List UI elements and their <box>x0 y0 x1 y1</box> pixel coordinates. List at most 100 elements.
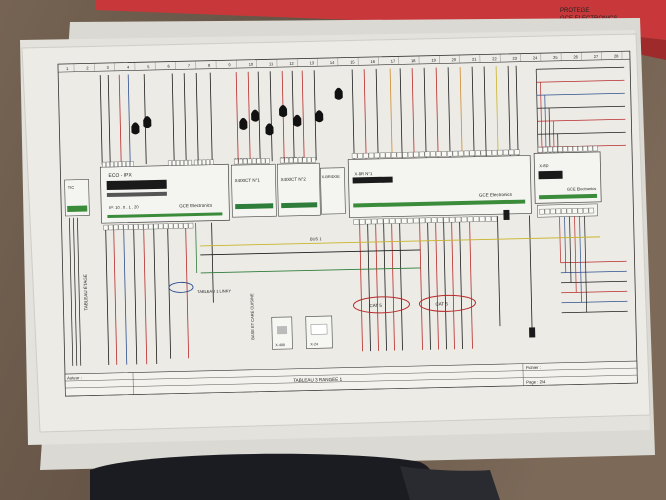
wire <box>443 217 447 350</box>
terminal <box>383 218 390 224</box>
wire <box>107 74 111 165</box>
column-number: 27 <box>594 54 599 59</box>
terminal <box>430 151 436 157</box>
terminal <box>458 150 464 157</box>
wire <box>561 280 628 284</box>
terminal <box>175 160 180 166</box>
page-label: Page : 2/4 <box>526 379 546 384</box>
wire <box>211 222 214 303</box>
wire <box>469 216 473 349</box>
column-number: 1 <box>66 66 69 71</box>
xbridge-module: X-BRIDGE <box>320 167 346 215</box>
terminal <box>158 223 164 230</box>
terminal <box>583 207 589 214</box>
terminal <box>542 146 548 153</box>
column-number: 13 <box>310 60 315 65</box>
column-number: 26 <box>573 54 578 59</box>
terminal <box>514 149 520 155</box>
terminal <box>508 149 515 156</box>
column-number: 3 <box>107 65 110 70</box>
terminal <box>385 152 391 158</box>
wire <box>507 65 511 156</box>
breaker-icon <box>334 87 343 100</box>
terminal <box>396 152 403 158</box>
terminal <box>279 157 285 164</box>
terminal <box>577 146 583 152</box>
breaker-row <box>131 87 343 136</box>
cuisine-label: BASE ET CARE CUISINE <box>249 293 255 340</box>
wire <box>483 66 487 157</box>
terminal <box>251 158 257 164</box>
terminal <box>407 217 414 224</box>
linky-label: TABLEAU 1 LINKY <box>197 288 231 294</box>
column-number: 6 <box>167 64 170 69</box>
relay-1-name: X400CT N°1 <box>235 178 261 184</box>
terminal <box>123 224 129 230</box>
terminal <box>148 223 154 230</box>
terminal <box>491 149 498 156</box>
terminal <box>353 219 360 225</box>
wire <box>544 95 547 154</box>
wire <box>185 223 190 359</box>
terminal <box>109 161 114 168</box>
wire <box>367 219 371 352</box>
wire <box>560 260 627 264</box>
terminal <box>129 161 134 167</box>
terminal <box>562 146 568 152</box>
column-number: 2 <box>86 65 89 70</box>
eco-brand: GCE Electronics <box>179 203 213 209</box>
wire <box>560 270 627 274</box>
terminal <box>167 160 172 166</box>
schematic-paper <box>21 33 651 433</box>
terminal <box>572 208 578 214</box>
wire <box>579 216 582 303</box>
terminal <box>537 146 543 153</box>
terminal <box>138 224 144 230</box>
terminal <box>479 216 486 222</box>
cable-b-label: CAT 5 <box>435 301 448 306</box>
terminal <box>473 216 480 222</box>
column-number: 24 <box>533 55 538 60</box>
terminal <box>179 160 184 166</box>
wire <box>153 223 158 364</box>
terminal <box>401 218 408 224</box>
column-number: 16 <box>370 59 375 64</box>
column-number: 5 <box>147 64 150 69</box>
wire <box>195 223 198 274</box>
breaker-icon <box>293 114 302 127</box>
x8d-brand: GCE Electronics <box>567 186 596 192</box>
terminal <box>452 150 459 157</box>
bus-line-green <box>200 267 421 274</box>
terminal <box>209 159 214 165</box>
wire <box>561 310 628 314</box>
xbridge-name: X-BRIDGE <box>322 175 341 179</box>
linky-ellipse <box>168 281 194 293</box>
box-print-1: PROTEGE <box>560 8 589 14</box>
terminal <box>128 224 134 230</box>
terminal <box>113 161 118 168</box>
terminal <box>163 223 169 229</box>
wire <box>495 66 499 157</box>
terminal <box>293 157 298 164</box>
rj45-connector-top <box>503 209 510 221</box>
terminal <box>497 149 503 156</box>
column-number: 8 <box>208 63 211 68</box>
terminal <box>588 207 595 214</box>
terminal <box>171 160 176 166</box>
terminal <box>284 157 289 164</box>
bus-label: BUS 1 <box>310 236 322 241</box>
wire <box>559 216 561 263</box>
wire <box>269 71 273 162</box>
terminal <box>389 218 396 224</box>
terminal <box>395 218 402 224</box>
terminal <box>425 217 432 224</box>
small-box-a: X-400 <box>271 316 293 350</box>
terminal <box>368 152 375 159</box>
wire <box>537 131 626 135</box>
terminal <box>113 224 119 231</box>
column-number: 17 <box>391 58 396 63</box>
column-number: 21 <box>472 57 477 62</box>
wire <box>118 74 122 165</box>
